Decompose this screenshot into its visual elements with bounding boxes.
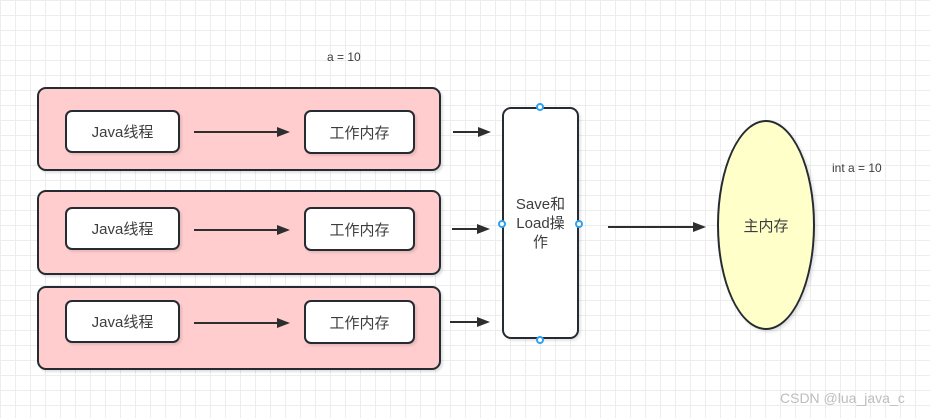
arrow-head-icon [478,127,491,137]
memory-to-saveload-arrow-2[interactable] [452,223,490,235]
java-thread-label: Java线程 [91,314,154,331]
arrow-head-icon [277,127,290,137]
thread-to-memory-arrow-1[interactable] [194,126,290,138]
working-memory-label: 工作内存 [329,314,390,332]
java-thread-box-1[interactable]: Java线程 [65,110,180,153]
a-value-label[interactable]: a = 10 [327,50,361,64]
arrow-head-icon [477,224,490,234]
java-thread-box-2[interactable]: Java线程 [65,207,180,250]
selection-handle-bottom[interactable] [536,336,544,344]
java-thread-box-3[interactable]: Java线程 [65,300,180,343]
arrow-shaft [452,228,481,230]
main-memory-ellipse[interactable]: 主内存 [717,120,815,330]
memory-to-saveload-arrow-1[interactable] [453,126,491,138]
selection-handle-right[interactable] [575,220,583,228]
main-memory-label: 主内存 [743,217,789,235]
thread-container-2[interactable]: Java线程 工作内存 [37,190,441,275]
arrow-head-icon [277,318,290,328]
thread-to-memory-arrow-2[interactable] [194,224,290,236]
csdn-watermark: CSDN @lua_java_c [780,390,905,406]
working-memory-box-2[interactable]: 工作内存 [304,207,415,251]
java-thread-label: Java线程 [91,221,154,238]
arrow-shaft [194,131,281,133]
working-memory-label: 工作内存 [329,221,390,239]
working-memory-box-3[interactable]: 工作内存 [304,300,415,344]
save-load-box[interactable]: Save和 Load操 作 [502,107,579,339]
thread-to-memory-arrow-3[interactable] [194,317,290,329]
arrow-shaft [450,321,481,323]
thread-container-1[interactable]: Java线程 工作内存 [37,87,441,171]
arrow-head-icon [277,225,290,235]
arrow-shaft [194,229,281,231]
arrow-head-icon [693,222,706,232]
selection-handle-top[interactable] [536,103,544,111]
arrow-shaft [608,226,697,228]
arrow-shaft [194,322,281,324]
int-a-value-label[interactable]: int a = 10 [832,161,882,175]
java-thread-label: Java线程 [91,124,154,141]
working-memory-label: 工作内存 [329,124,390,142]
selection-handle-left[interactable] [498,220,506,228]
arrow-shaft [453,131,482,133]
thread-container-3[interactable]: Java线程 工作内存 [37,286,441,370]
working-memory-box-1[interactable]: 工作内存 [304,110,415,154]
memory-to-saveload-arrow-3[interactable] [450,316,490,328]
arrow-head-icon [477,317,490,327]
saveload-to-mainmemory-arrow[interactable] [608,221,706,233]
